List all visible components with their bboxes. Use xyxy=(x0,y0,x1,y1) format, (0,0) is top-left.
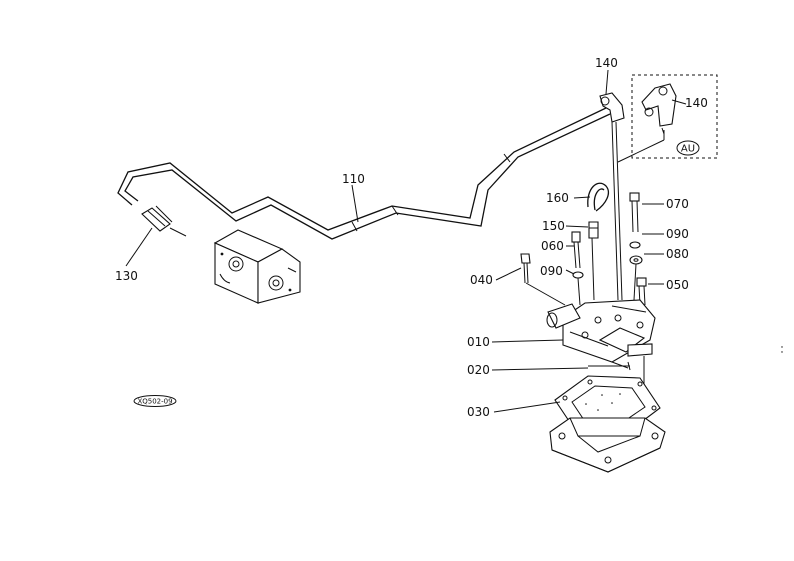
callout-030: 030 xyxy=(467,405,490,419)
control-valve-010 xyxy=(546,299,656,390)
fitting-130 xyxy=(141,205,187,237)
bolt-070 xyxy=(629,192,643,301)
leader-lines xyxy=(125,69,687,413)
callout-090-left: 090 xyxy=(540,264,563,278)
callout-060: 060 xyxy=(541,239,564,253)
callout-040: 040 xyxy=(470,273,493,287)
drawing-code: XQ502-09 xyxy=(137,398,172,406)
callouts: 140 140 110 130 160 150 060 090 040 070 … xyxy=(115,56,708,419)
callout-080: 080 xyxy=(666,247,689,261)
callout-090-right: 090 xyxy=(666,227,689,241)
drawing-code-stamp: XQ502-09 xyxy=(133,395,177,407)
vertical-pipe xyxy=(611,121,665,301)
mount-base xyxy=(549,417,666,473)
au-badge: AU xyxy=(681,144,695,155)
callout-070: 070 xyxy=(666,197,689,211)
hook-hose-160 xyxy=(587,182,610,212)
callout-020: 020 xyxy=(467,363,490,377)
au-badge-outline xyxy=(676,140,700,156)
fitting-150 xyxy=(588,221,599,301)
inset-au: AU xyxy=(631,74,718,159)
hydraulic-block xyxy=(213,229,301,304)
bolt-040 xyxy=(520,253,566,306)
hose-110 xyxy=(117,107,611,240)
elbow-fitting-140 xyxy=(599,92,625,123)
callout-010: 010 xyxy=(467,335,490,349)
callout-160: 160 xyxy=(546,191,569,205)
bolt-060 xyxy=(571,231,584,306)
callout-050: 050 xyxy=(666,278,689,292)
callout-140-top: 140 xyxy=(595,56,618,70)
speck xyxy=(781,346,783,348)
callout-110: 110 xyxy=(342,172,365,186)
callout-150: 150 xyxy=(542,219,565,233)
gasket-020 xyxy=(588,361,630,369)
speck xyxy=(781,351,783,353)
callout-140-inset: 140 xyxy=(685,96,708,110)
callout-130: 130 xyxy=(115,269,138,283)
